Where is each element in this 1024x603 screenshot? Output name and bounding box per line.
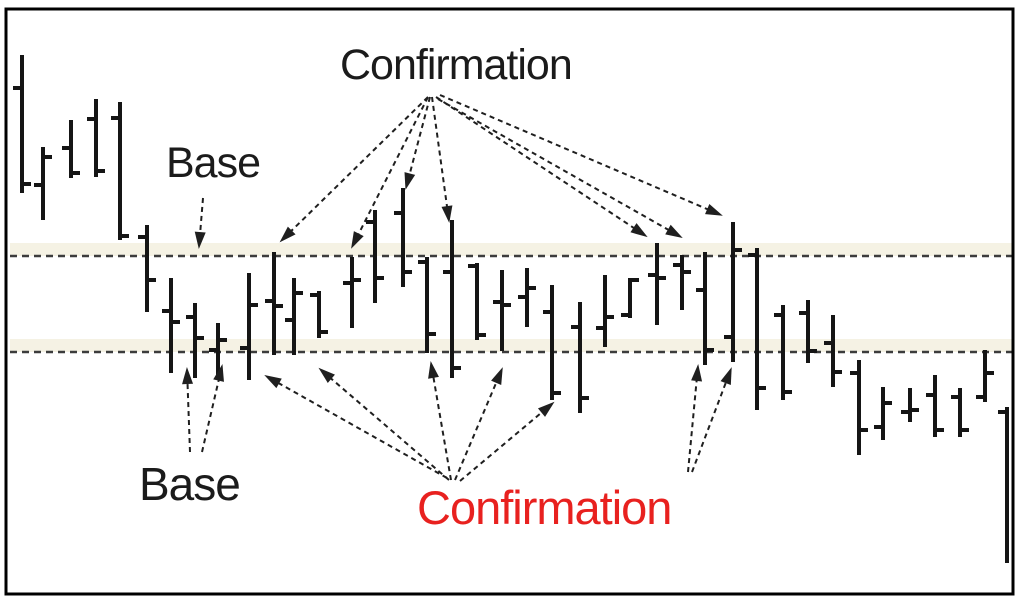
ohlc-bar bbox=[285, 278, 303, 355]
ohlc-bar bbox=[926, 375, 944, 437]
ohlc-bar bbox=[240, 273, 258, 380]
ohlc-bar bbox=[696, 252, 714, 365]
ohlc-bar bbox=[418, 257, 436, 353]
arrow-head bbox=[182, 367, 194, 385]
confirmation-top-arrow-7 bbox=[439, 94, 723, 216]
ohlc-bar bbox=[648, 243, 666, 325]
ohlc-bar bbox=[596, 275, 614, 347]
ohlc-bar bbox=[62, 120, 80, 178]
confirmation-top-arrow-6 bbox=[437, 98, 683, 238]
level-lines-group bbox=[10, 243, 1013, 354]
confirmation-bot-arrow-5 bbox=[459, 401, 555, 482]
confirmation-bot-arrow-4 bbox=[454, 367, 503, 481]
lower-dashed-level-band bbox=[10, 339, 1013, 352]
ohlc-bar bbox=[748, 248, 766, 410]
ohlc-bar bbox=[724, 222, 742, 362]
arrow-head bbox=[351, 231, 364, 249]
ohlc-bar bbox=[998, 407, 1009, 563]
arrow-head bbox=[428, 361, 439, 379]
ohlc-bar bbox=[976, 350, 994, 402]
ohlc-bar bbox=[571, 302, 589, 413]
ohlc-bar bbox=[343, 257, 361, 328]
ohlc-bar bbox=[799, 300, 817, 363]
arrow-head bbox=[491, 367, 503, 385]
confirmation-bot-arrow-3 bbox=[428, 361, 452, 481]
ohlc-bar bbox=[850, 360, 868, 455]
ohlc-bar bbox=[951, 388, 969, 437]
confirmation-top-arrow-1 bbox=[279, 96, 429, 243]
ohlc-bar bbox=[162, 278, 180, 373]
ohlc-bar bbox=[493, 270, 511, 351]
ohlc-bar bbox=[518, 268, 536, 327]
ohlc-bar bbox=[13, 55, 31, 193]
ohlc-bar bbox=[901, 388, 919, 422]
confirmation-top-arrow-5 bbox=[435, 96, 648, 238]
ohlc-bar bbox=[310, 291, 328, 338]
arrow-head bbox=[720, 367, 732, 385]
ohlc-bar bbox=[111, 102, 129, 240]
confirmation-bot-arrow-7 bbox=[691, 367, 732, 473]
ohlc-bar bbox=[366, 210, 384, 303]
base-bottom-arrow-2 bbox=[201, 364, 224, 453]
arrow-head bbox=[441, 205, 453, 223]
arrow-head bbox=[213, 364, 224, 382]
confirmation-bot-arrow-2 bbox=[318, 367, 450, 481]
arrow-head bbox=[279, 226, 296, 243]
ohlc-bar bbox=[543, 285, 561, 400]
image-frame bbox=[4, 7, 1015, 596]
arrow-head bbox=[404, 172, 416, 190]
base-top-arrow bbox=[194, 197, 206, 249]
arrow-head bbox=[264, 375, 282, 389]
confirmation-top-arrow-3 bbox=[404, 96, 431, 190]
arrow-head bbox=[630, 223, 648, 238]
upper-dashed-level-band bbox=[10, 243, 1013, 256]
arrow-head bbox=[705, 204, 723, 216]
ohlc-bar bbox=[394, 188, 412, 287]
ohlc-bar bbox=[824, 315, 842, 387]
arrow-head bbox=[691, 364, 703, 382]
annotation-arrows-group bbox=[182, 94, 732, 482]
ohlc-bar bbox=[138, 225, 156, 312]
arrow-head bbox=[537, 401, 555, 417]
ohlc-bar bbox=[774, 305, 792, 400]
ohlc-bars-group bbox=[13, 55, 1009, 563]
confirmation-bot-arrow-6 bbox=[687, 364, 703, 473]
ohlc-bar bbox=[265, 252, 283, 355]
label-confirmation-bottom: Confirmation bbox=[417, 481, 672, 534]
confirmation-top-arrow-4 bbox=[431, 96, 453, 223]
label-base-top: Base bbox=[166, 139, 261, 187]
base-bottom-arrow-1 bbox=[182, 367, 194, 453]
confirmation-top-arrow-2 bbox=[351, 96, 429, 249]
ohlc-bar bbox=[443, 220, 461, 378]
confirmation-bot-arrow-1 bbox=[264, 375, 448, 479]
arrow-head bbox=[194, 231, 206, 249]
ohlc-bar bbox=[34, 147, 52, 220]
ohlc-bar bbox=[186, 303, 204, 378]
ohlc-bar bbox=[468, 263, 486, 340]
ohlc-bar bbox=[673, 255, 691, 310]
label-confirmation-top: Confirmation bbox=[340, 41, 573, 89]
ohlc-bar bbox=[621, 278, 639, 318]
ohlc-bar bbox=[209, 323, 227, 378]
arrow-head bbox=[665, 224, 683, 238]
ohlc-bar bbox=[874, 387, 892, 440]
label-base-bottom: Base bbox=[139, 458, 241, 510]
arrow-head bbox=[318, 367, 335, 383]
ohlc-bar bbox=[87, 99, 105, 177]
